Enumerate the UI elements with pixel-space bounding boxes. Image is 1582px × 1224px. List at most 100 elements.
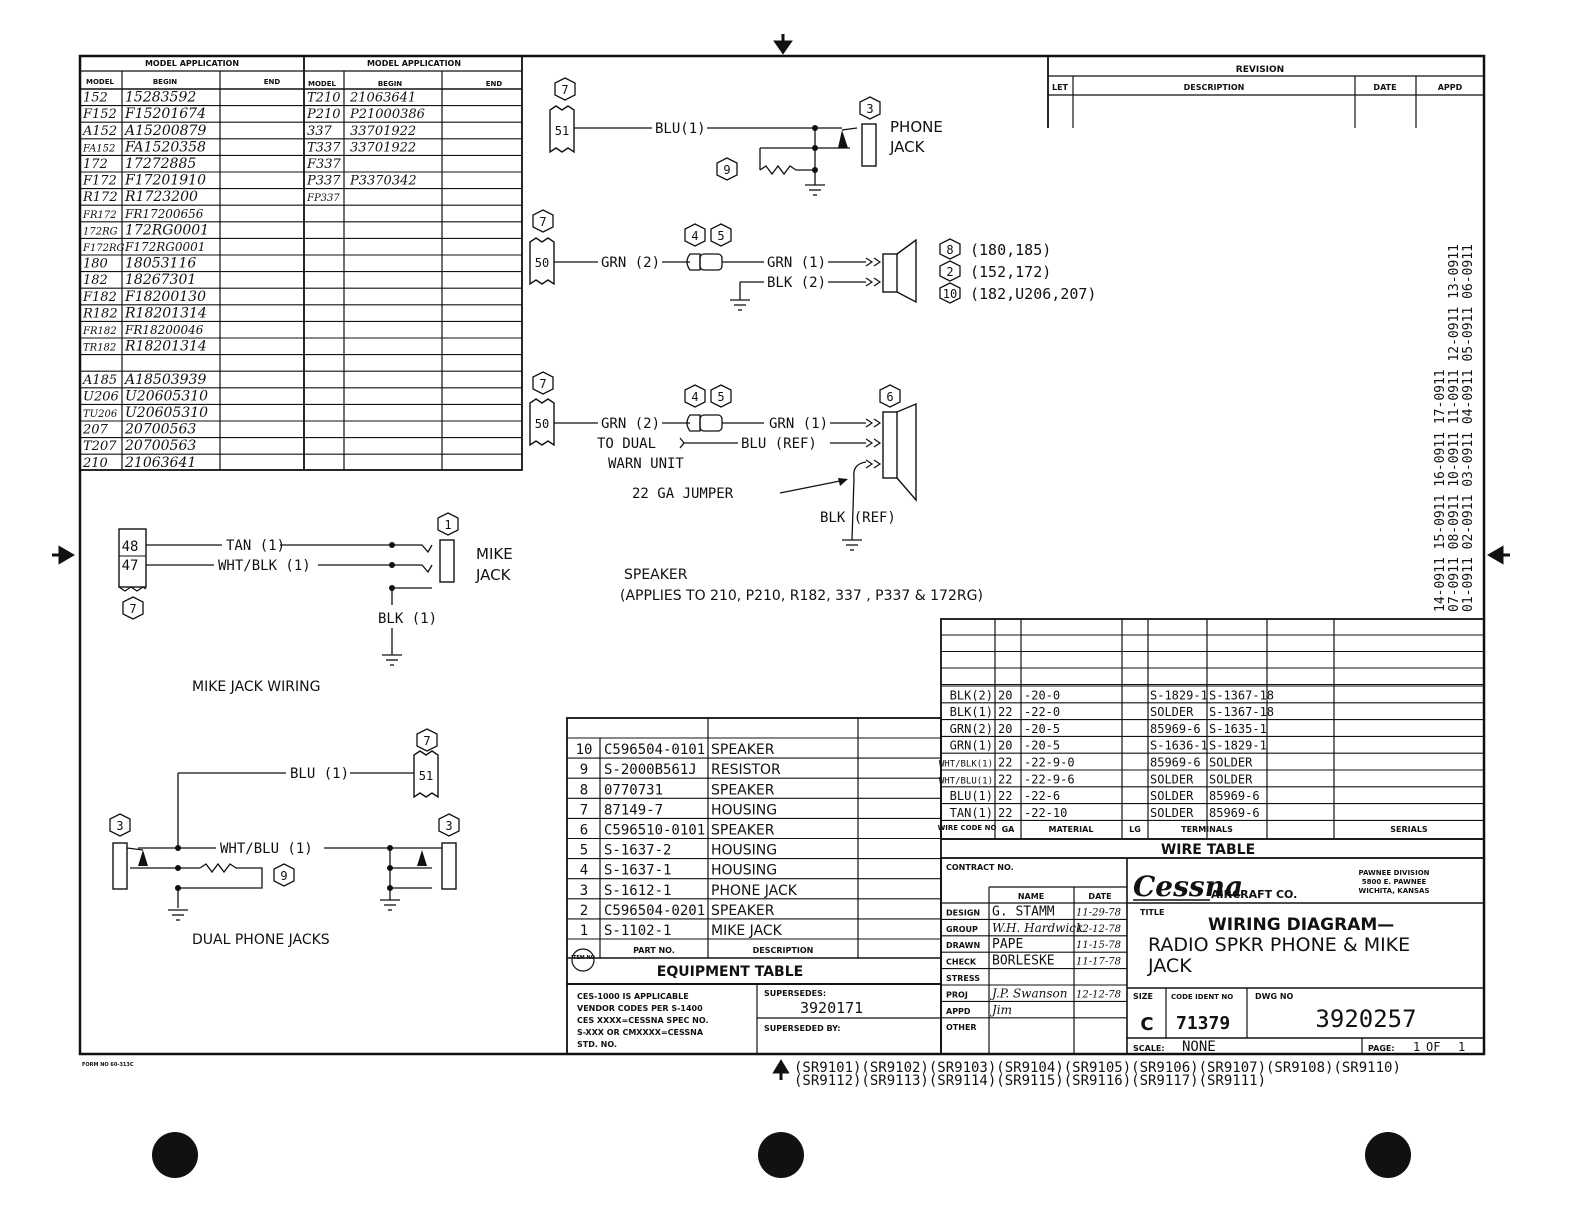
division-line-1: PAWNEE DIVISION bbox=[1358, 869, 1429, 877]
wire-table-code-header: WIRE CODE NO bbox=[938, 824, 997, 832]
begin-serial-cell: A15200879 bbox=[123, 123, 206, 139]
model-cell: R172 bbox=[82, 190, 118, 205]
begin-serial-cell: P21000386 bbox=[349, 107, 425, 122]
dual-connector-ref: 7 bbox=[423, 734, 430, 748]
speaker-bottom-speaker-ref: 6 bbox=[886, 390, 893, 404]
begin-serial-cell: U20605310 bbox=[125, 388, 208, 404]
begin-serial-cell: R18201314 bbox=[124, 305, 207, 321]
speaker-ref-number: 8 bbox=[946, 243, 953, 257]
speaker-top-connector-ref: 7 bbox=[539, 215, 546, 229]
note-line-3: CES XXXX=CESSNA SPEC NO. bbox=[577, 1016, 709, 1025]
revision-date-header: DATE bbox=[1373, 83, 1396, 92]
phone-jack-wire-label: BLU(1) bbox=[655, 121, 706, 137]
top-center-arrow bbox=[773, 34, 793, 55]
wire-ga-cell: 22 bbox=[998, 705, 1012, 719]
speaker-top-ref-a: 4 bbox=[691, 229, 698, 243]
begin-header-right: BEGIN bbox=[378, 80, 402, 88]
begin-serial-cell: 15283592 bbox=[125, 90, 196, 106]
speaker-bottom-connector-ref: 7 bbox=[539, 377, 546, 391]
mike-connector bbox=[118, 528, 147, 588]
model-cell: T207 bbox=[83, 439, 117, 454]
supersedes-label: SUPERSEDES: bbox=[764, 989, 826, 998]
model-cell: TU206 bbox=[83, 409, 118, 420]
wire-material-cell: -20-0 bbox=[1024, 688, 1060, 702]
equipment-item-no: 2 bbox=[580, 903, 588, 919]
signoff-date: 11-17-78 bbox=[1076, 957, 1121, 968]
equipment-item-no: 1 bbox=[580, 923, 588, 939]
equipment-description: RESISTOR bbox=[711, 762, 781, 778]
title-label: TITLE bbox=[1140, 908, 1164, 917]
begin-serial-cell: P3370342 bbox=[349, 174, 417, 189]
model-cell: FA152 bbox=[82, 143, 115, 154]
serials-column-2: 07-0911 08-0911 10-0911 11-0911 12-0911 … bbox=[1447, 244, 1462, 612]
speaker-ref-models: (182,U206,207) bbox=[970, 285, 1096, 303]
wire-terminal-b-cell: SOLDER bbox=[1209, 756, 1253, 770]
revision-appd-header: APPD bbox=[1438, 83, 1463, 92]
model-cell: 210 bbox=[82, 456, 108, 471]
wire-code-cell: BLK(1) bbox=[950, 705, 993, 719]
speaker-bottom-connector-number: 50 bbox=[535, 417, 549, 431]
page-label: PAGE: bbox=[1368, 1044, 1395, 1053]
dual-left-jack-ref: 3 bbox=[116, 819, 123, 833]
speaker-bottom-ref-b: 5 bbox=[717, 390, 724, 404]
begin-serial-cell: F17201910 bbox=[124, 173, 206, 189]
speaker-top-circuit: 7 50 GRN (2) GRN (1) BLK (2) 4 5 8(180,1… bbox=[529, 209, 1096, 311]
model-header-right: MODEL bbox=[308, 80, 337, 88]
dual-wire-wht-blu: WHT/BLU (1) bbox=[220, 841, 313, 857]
mike-wire-wht-blk: WHT/BLK (1) bbox=[218, 558, 311, 574]
begin-serial-cell: R1723200 bbox=[124, 189, 198, 205]
wire-terminal-b-cell: S-1367-18 bbox=[1209, 705, 1274, 719]
model-cell: 182 bbox=[83, 273, 108, 288]
model-cell: TR182 bbox=[83, 343, 116, 354]
wire-code-cell: GRN(2) bbox=[950, 722, 993, 736]
end-header-left: END bbox=[264, 78, 281, 86]
size-value: C bbox=[1140, 1014, 1153, 1035]
mike-jack-caption: MIKE JACK WIRING bbox=[192, 679, 320, 695]
drawing-title-1: WIRING DIAGRAM— bbox=[1208, 915, 1394, 935]
model-cell: 180 bbox=[83, 257, 108, 272]
phone-jack-resistor-ref: 9 bbox=[723, 163, 730, 177]
wire-ga-cell: 22 bbox=[998, 772, 1012, 786]
division-line-3: WICHITA, KANSAS bbox=[1358, 887, 1429, 895]
wire-terminal-a-cell: 85969-6 bbox=[1150, 722, 1201, 736]
speaker-ref-models: (152,172) bbox=[970, 263, 1051, 281]
signoff-date: 11-15-78 bbox=[1076, 940, 1121, 951]
wire-terminal-a-cell: SOLDER bbox=[1150, 789, 1194, 803]
model-cell: F172 bbox=[82, 174, 117, 189]
dwg-no-label: DWG NO bbox=[1255, 992, 1294, 1001]
speaker-bottom-cone bbox=[896, 402, 917, 502]
wire-code-cell: WHT/BLU(1) bbox=[939, 776, 993, 786]
dual-resistor-ref: 9 bbox=[280, 869, 287, 883]
equipment-item-no: 7 bbox=[580, 802, 588, 818]
speaker-top-wire-in: GRN (2) bbox=[601, 255, 660, 271]
equipment-description: MIKE JACK bbox=[711, 923, 783, 939]
wire-ga-cell: 20 bbox=[998, 688, 1012, 702]
mike-connector-ref: 7 bbox=[129, 602, 136, 616]
wire-code-cell: WHT/BLK(1) bbox=[939, 760, 993, 770]
model-cell: P210 bbox=[306, 107, 341, 122]
vertical-serials: 14-0911 15-0911 16-0911 17-0911 07-0911 … bbox=[1433, 244, 1476, 612]
equipment-part-no: S-1102-1 bbox=[604, 923, 671, 939]
model-application-table: MODEL APPLICATION MODEL APPLICATION MODE… bbox=[79, 55, 523, 471]
speaker-ref-models: (180,185) bbox=[970, 241, 1051, 259]
revision-description-header: DESCRIPTION bbox=[1184, 83, 1245, 92]
code-ident-value: 71379 bbox=[1176, 1013, 1230, 1034]
wire-material-cell: -22-0 bbox=[1024, 705, 1060, 719]
drawing-title-3: JACK bbox=[1147, 955, 1192, 977]
item-no-circle bbox=[571, 948, 595, 972]
signoff-name: G. STAMM bbox=[992, 904, 1055, 919]
speaker-top-wire-out: GRN (1) bbox=[767, 255, 826, 271]
wire-table-serials-header: SERIALS bbox=[1390, 825, 1428, 834]
begin-serial-cell: 21063641 bbox=[349, 91, 416, 106]
date-column-label: DATE bbox=[1088, 892, 1111, 901]
wire-ga-cell: 22 bbox=[998, 756, 1012, 770]
phone-jack-label-2: JACK bbox=[889, 138, 926, 156]
mike-jack-circuit: 48 47 TAN (1) WHT/BLK (1) BLK (1) 7 1 MI… bbox=[118, 512, 513, 695]
mike-wire-blk: BLK (1) bbox=[378, 611, 437, 627]
wire-code-cell: GRN(1) bbox=[950, 739, 993, 753]
begin-serial-cell: 21063641 bbox=[124, 455, 196, 471]
note-line-1: CES-1000 IS APPLICABLE bbox=[577, 992, 689, 1001]
